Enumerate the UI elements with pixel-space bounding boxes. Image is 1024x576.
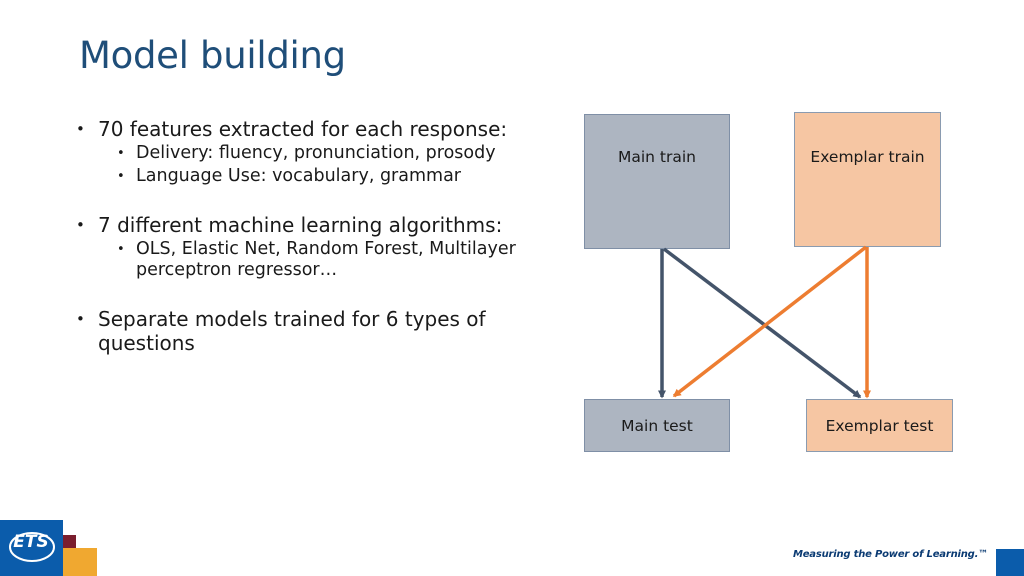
node-main-train: Main train — [584, 114, 730, 249]
bullet-features: 70 features extracted for each response: — [74, 117, 534, 141]
node-exemplar-test-label: Exemplar test — [825, 417, 934, 435]
footer-tagline: Measuring the Power of Learning.™ — [792, 549, 988, 560]
logo-maroon-block — [63, 535, 76, 548]
node-exemplar-train-label: Exemplar train — [810, 148, 925, 166]
node-exemplar-train: Exemplar train — [794, 112, 941, 247]
node-main-train-label: Main train — [617, 148, 696, 166]
corner-blue-block — [996, 549, 1024, 576]
edge-exemplar-train-to-main-test — [672, 245, 868, 398]
node-exemplar-test: Exemplar test — [806, 399, 953, 452]
slide-title: Model building — [79, 34, 346, 77]
node-main-test-label: Main test — [621, 417, 693, 435]
logo-orange-block — [63, 548, 97, 576]
sub-bullet-algorithm-list: OLS, Elastic Net, Random Forest, Multila… — [74, 239, 534, 281]
logo-oval-icon — [9, 532, 55, 562]
edge-main-train-to-exemplar-test — [662, 247, 862, 399]
bullet-list: 70 features extracted for each response:… — [74, 117, 534, 355]
logo-text: ETS — [13, 532, 49, 552]
node-main-test: Main test — [584, 399, 730, 452]
sub-bullet-language-use: Language Use: vocabulary, grammar — [74, 166, 534, 187]
sub-bullet-delivery: Delivery: fluency, pronunciation, prosod… — [74, 143, 534, 164]
bullet-separate-models: Separate models trained for 6 types of q… — [74, 307, 534, 355]
bullet-algorithms: 7 different machine learning algorithms: — [74, 213, 534, 237]
